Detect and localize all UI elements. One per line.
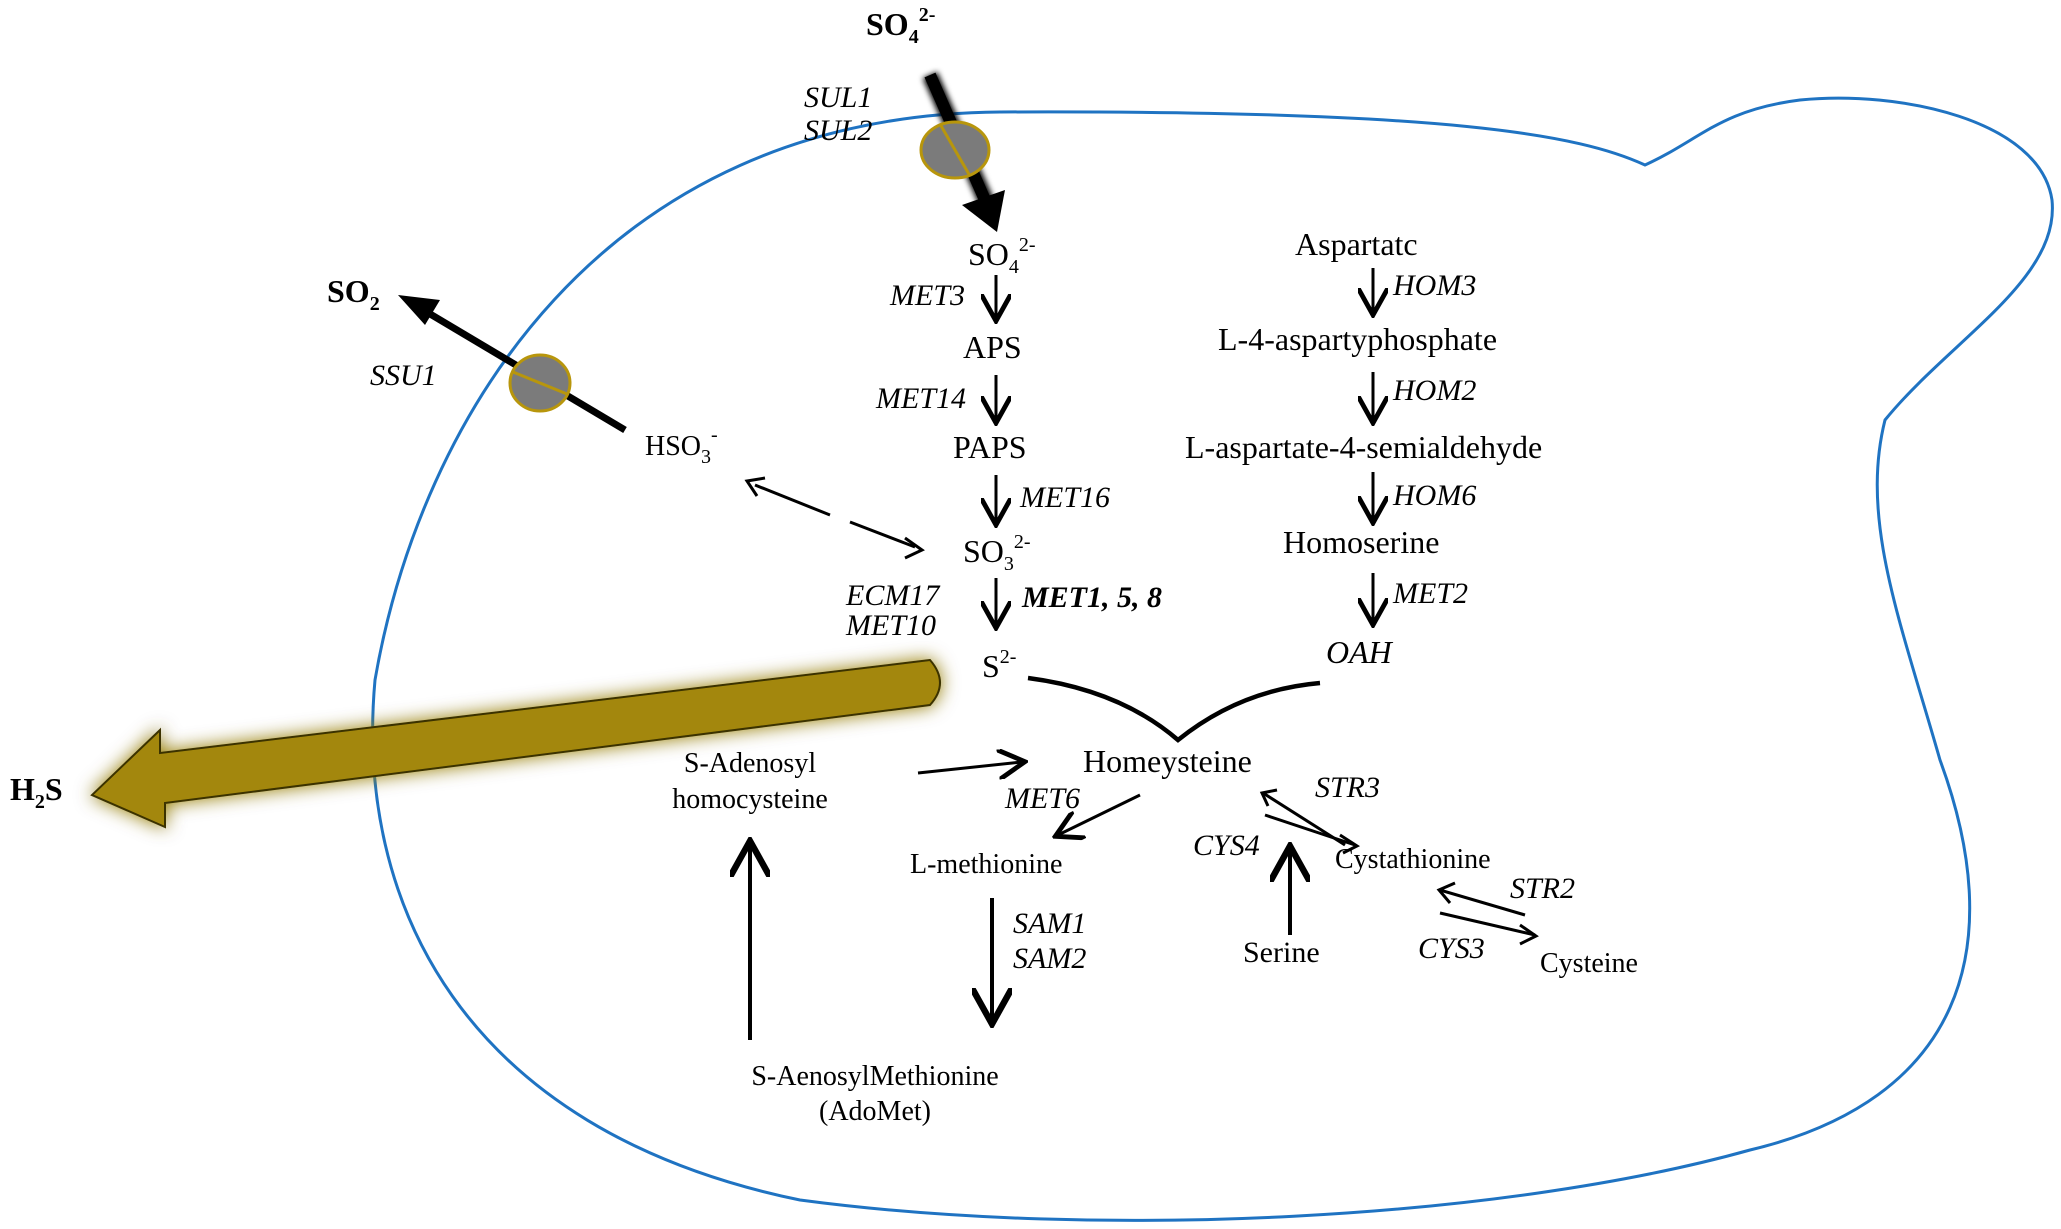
metabolite-homocysteine: Homeysteine <box>1083 743 1252 779</box>
metabolite-aps: APS <box>963 329 1022 365</box>
metabolite-serine: Serine <box>1243 936 1320 969</box>
bisulfite-sulfite-equilibrium <box>744 476 925 560</box>
gene-met3: MET3 <box>889 279 965 312</box>
metabolite-sah-cont: homocysteine <box>672 784 828 815</box>
gene-ssu1: SSU1 <box>370 359 437 392</box>
gene-met16: MET16 <box>1019 481 1110 514</box>
arrow-homocysteine-methionine <box>1058 793 1141 835</box>
gene-ecm17: ECM17 <box>845 579 941 612</box>
gene-hom2: HOM2 <box>1392 374 1476 407</box>
metabolite-aspartate: Aspartatc <box>1295 226 1418 262</box>
ssu1-channel <box>508 353 572 413</box>
gene-hom6: HOM6 <box>1392 479 1476 512</box>
metabolite-sulfide: S2- <box>982 646 1016 684</box>
metabolite-aspartyphosphate: L-4-aspartyphosphate <box>1218 321 1497 357</box>
internal-sulfate: SO42- <box>968 234 1036 278</box>
external-sulfate-label: SO42- <box>866 4 935 48</box>
metabolite-sah: S-Adenosyl <box>684 748 816 779</box>
metabolite-cystathionine: Cystathionine <box>1335 844 1491 875</box>
gene-met158: MET1, 5, 8 <box>1021 581 1162 614</box>
metabolite-homoserine: Homoserine <box>1283 524 1439 560</box>
gene-met10: MET10 <box>845 609 936 642</box>
so2-label: SO2 <box>327 273 380 315</box>
gene-sam2: SAM2 <box>1013 942 1086 975</box>
metabolite-oah: OAH <box>1326 634 1394 670</box>
homocysteine-cystathionine-arrows <box>1259 788 1361 855</box>
metabolite-adomet-abbrev: (AdoMet) <box>819 1096 931 1127</box>
gene-cys3: CYS3 <box>1418 932 1485 965</box>
convergence-curve <box>1027 675 1321 743</box>
gene-met14: MET14 <box>875 382 966 415</box>
metabolite-paps: PAPS <box>953 429 1027 465</box>
sul-channel <box>919 120 991 180</box>
metabolite-sulfite: SO32- <box>963 531 1031 575</box>
gene-hom3: HOM3 <box>1392 269 1476 302</box>
gene-sul2: SUL2 <box>804 114 872 147</box>
arrow-sah-homocysteine <box>917 762 1022 773</box>
gene-cys4: CYS4 <box>1193 829 1260 862</box>
metabolite-semialdehyde: L-aspartate-4-semialdehyde <box>1185 429 1542 465</box>
cell-membrane <box>371 96 2054 1222</box>
metabolite-bisulfite: HSO3- <box>645 424 718 468</box>
metabolite-cysteine: Cysteine <box>1540 948 1638 979</box>
gene-str2: STR2 <box>1510 872 1575 905</box>
gene-met6: MET6 <box>1004 782 1080 815</box>
gene-met2: MET2 <box>1392 577 1468 610</box>
h2s-label: H2S <box>10 771 63 813</box>
gene-str3: STR3 <box>1315 771 1380 804</box>
h2s-export-arrow <box>90 658 941 829</box>
metabolite-adomet: S-AenosylMethionine <box>751 1061 998 1092</box>
cystathionine-cysteine-arrows <box>1436 881 1539 946</box>
gene-sam1: SAM1 <box>1013 907 1086 940</box>
metabolite-methionine: L-methionine <box>910 849 1062 880</box>
gene-sul1: SUL1 <box>804 81 872 114</box>
